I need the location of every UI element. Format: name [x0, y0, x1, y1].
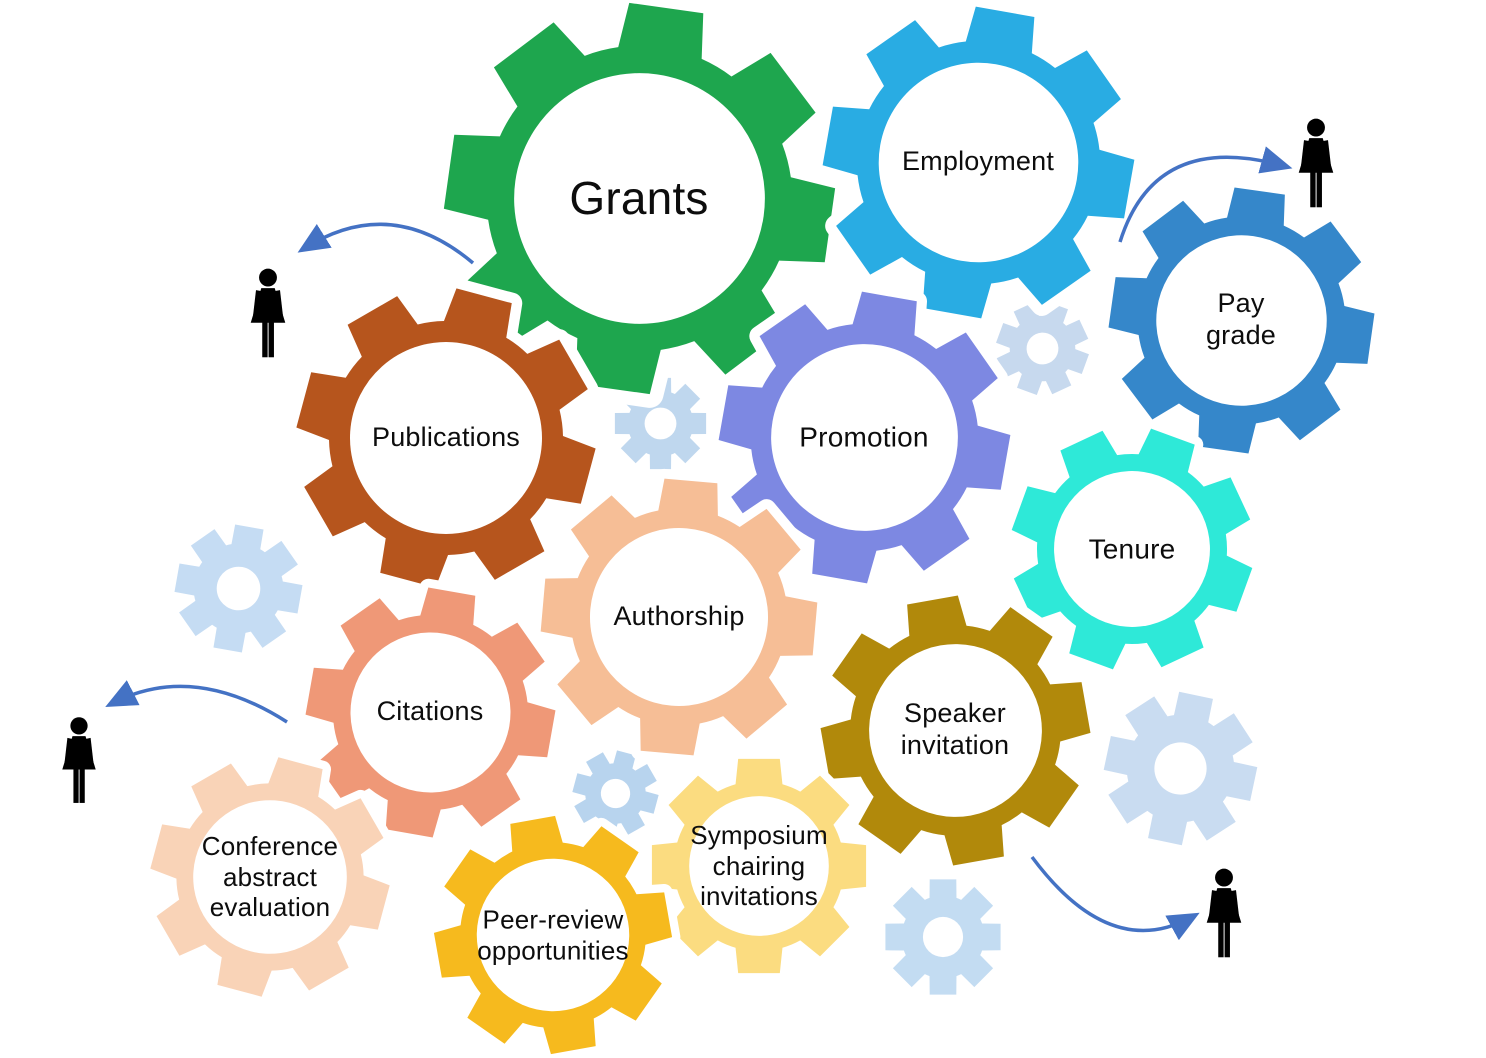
arrow-citations-to-person-bottom-left — [105, 680, 288, 724]
gear-symposium-chairing-invitations-label: Symposium chairing invitations — [690, 819, 828, 912]
gear-peer-review-opportunities-label: Peer-review opportunities — [477, 904, 629, 965]
person-bottom-right-icon — [1206, 868, 1242, 958]
gear-citations-label: Citations — [376, 696, 484, 727]
gear-conference-abstract-evaluation-label: Conference abstract evaluation — [201, 830, 339, 923]
gear-employment-label: Employment — [901, 146, 1055, 177]
decorative-gear-6 — [1091, 679, 1269, 857]
decorative-gear-5 — [885, 879, 1001, 995]
person-left-icon — [250, 268, 286, 358]
gear-pay-grade-label: Pay grade — [1205, 288, 1277, 350]
gear-authorship-label: Authorship — [613, 601, 745, 632]
gear-tenure-label: Tenure — [1088, 533, 1176, 565]
gear-grants-label: Grants — [569, 171, 709, 224]
gear-speaker-invitation-label: Speaker invitation — [900, 698, 1010, 760]
gear-publications-label: Publications — [372, 422, 520, 453]
person-top-right-icon — [1298, 118, 1334, 208]
gear-promotion-label: Promotion — [799, 421, 929, 453]
person-bottom-left-icon — [62, 717, 96, 803]
